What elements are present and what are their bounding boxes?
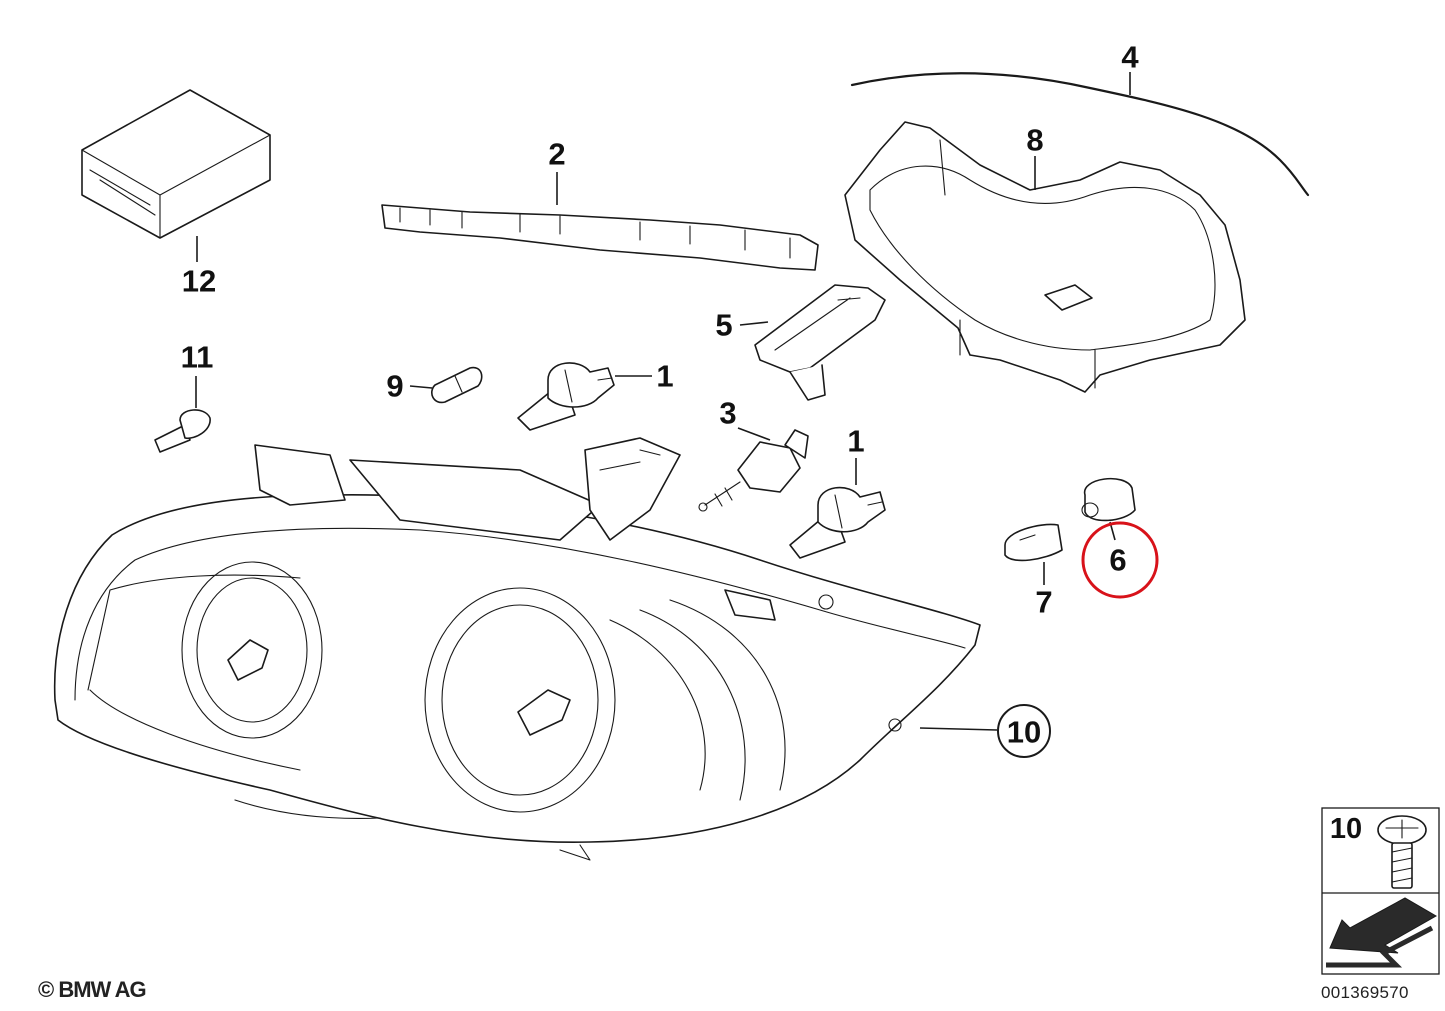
callouts: 1 1 2 3 4 5 6 7 8 9 10 11 12 [181, 40, 1140, 750]
part-7-bulb [1004, 523, 1063, 562]
leader-lines [195, 72, 1131, 731]
callout-10-circle [997, 704, 1051, 758]
callout-4[interactable]: 4 [1121, 40, 1139, 75]
highlight-circle [1081, 521, 1159, 599]
legend-label: 10 [1330, 813, 1362, 845]
callout-2[interactable]: 2 [548, 137, 565, 172]
part-5-clip [754, 284, 886, 401]
part-6-socket [1081, 477, 1136, 522]
part-8-frame [844, 121, 1246, 393]
copyright-label: © BMW AG [38, 977, 147, 1002]
headlight-housing [53, 437, 981, 861]
legend-box: 10 [1321, 807, 1440, 975]
callout-3[interactable]: 3 [719, 396, 736, 431]
callout-1-upper[interactable]: 1 [656, 359, 673, 394]
callout-5[interactable]: 5 [715, 308, 732, 343]
legend-screw-icon [1377, 815, 1427, 889]
callout-1-lower[interactable]: 1 [847, 424, 864, 459]
part-11-bolt [154, 409, 211, 453]
callout-8[interactable]: 8 [1026, 123, 1043, 158]
callout-12[interactable]: 12 [182, 264, 216, 299]
legend-arrow-icon [1326, 897, 1438, 968]
part-2-bracket [381, 204, 819, 271]
part-12-box [81, 89, 271, 239]
part-1-bulb-lower [789, 486, 886, 559]
part-4-wire [850, 72, 1310, 197]
part-9-bulb [431, 366, 483, 404]
callout-10[interactable]: 10 [1007, 715, 1041, 750]
document-number: 001369570 [1321, 983, 1409, 1002]
part-1-bulb-upper [517, 362, 615, 431]
part-3-adjuster [698, 429, 809, 512]
callout-9[interactable]: 9 [386, 369, 403, 404]
callout-7[interactable]: 7 [1035, 585, 1052, 620]
callout-6[interactable]: 6 [1109, 543, 1126, 578]
callout-11[interactable]: 11 [181, 340, 214, 375]
